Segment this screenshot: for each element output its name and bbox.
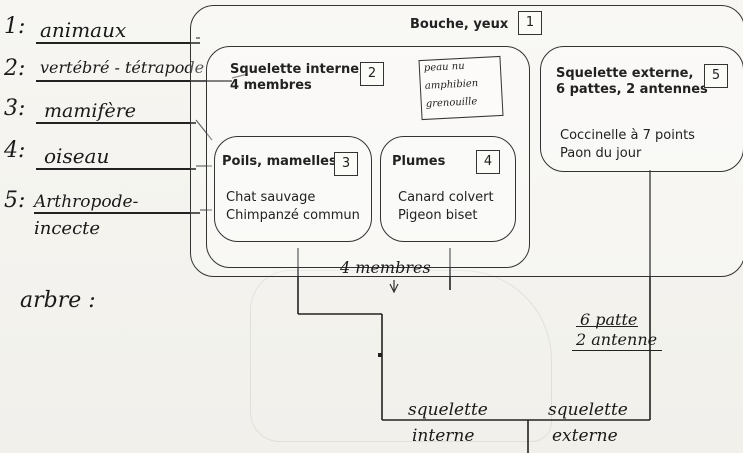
box4-item-1: Canard colvert — [398, 190, 494, 205]
tree-squelette-interne-2: interne — [412, 426, 475, 446]
list-answer-5: Arthropode- — [34, 192, 139, 212]
handwritten-note-box: peau nu amphibien grenouille — [418, 55, 504, 121]
pattes-underline — [576, 326, 638, 327]
tree-squelette-interne-1: squelette — [408, 400, 488, 420]
list-answer-1: animaux — [40, 18, 127, 42]
list-num-1: 1: — [4, 14, 26, 39]
answer-line-5 — [34, 212, 200, 214]
list-answer-3: mamifère — [44, 100, 137, 122]
number-box-1: 1 — [518, 11, 542, 35]
note-line-3: grenouille — [425, 96, 478, 110]
tree-squelette-externe-2: externe — [552, 426, 618, 446]
list-num-5: 5: — [4, 188, 26, 213]
number-box-3: 3 — [334, 152, 358, 176]
ghost-drawing — [250, 270, 552, 442]
box5-label-line2: 6 pattes, 2 antennes — [556, 82, 708, 97]
list-num-4: 4: — [4, 138, 26, 163]
list-answer-2: vertébré - tétrapode — [40, 58, 205, 77]
tree-membres-label: 4 membres — [340, 258, 431, 277]
number-box-2: 2 — [360, 62, 384, 86]
answer-line-4 — [36, 168, 196, 170]
answer-line-3 — [36, 122, 196, 124]
box4-item-2: Pigeon biset — [398, 208, 478, 223]
list-answer-4: oiseau — [44, 144, 110, 168]
box3-item-2: Chimpanzé commun — [226, 208, 360, 223]
outer-box — [190, 5, 743, 277]
list-num-2: 2: — [4, 56, 26, 81]
outer-box-label: Bouche, yeux — [410, 17, 509, 32]
box5-label-line1: Squelette externe, — [556, 66, 694, 81]
box5-item-2: Paon du jour — [560, 146, 642, 161]
number-box-5: 5 — [704, 64, 728, 88]
answer-line-2 — [36, 80, 232, 82]
box4-label: Plumes — [392, 154, 446, 169]
box3-label: Poils, mamelles — [222, 154, 337, 169]
note-line-1: peau nu — [423, 60, 465, 74]
tree-pattes-line2: 2 antenne — [576, 330, 658, 349]
box5-item-1: Coccinelle à 7 points — [560, 128, 695, 143]
box2-label-line2: 4 membres — [230, 78, 312, 93]
list-num-3: 3: — [4, 96, 26, 121]
answer-line-1 — [36, 42, 200, 44]
note-line-2: amphibien — [424, 78, 479, 92]
tree-squelette-externe-1: squelette — [548, 400, 628, 420]
box3-item-1: Chat sauvage — [226, 190, 316, 205]
tree-pattes-line1: 6 patte — [580, 310, 638, 329]
number-box-4: 4 — [476, 150, 500, 174]
list-answer-5-cont: incecte — [34, 218, 101, 239]
arbre-label: arbre : — [20, 288, 96, 313]
box2-label-line1: Squelette interne, — [230, 62, 364, 77]
antenne-underline — [572, 350, 662, 351]
